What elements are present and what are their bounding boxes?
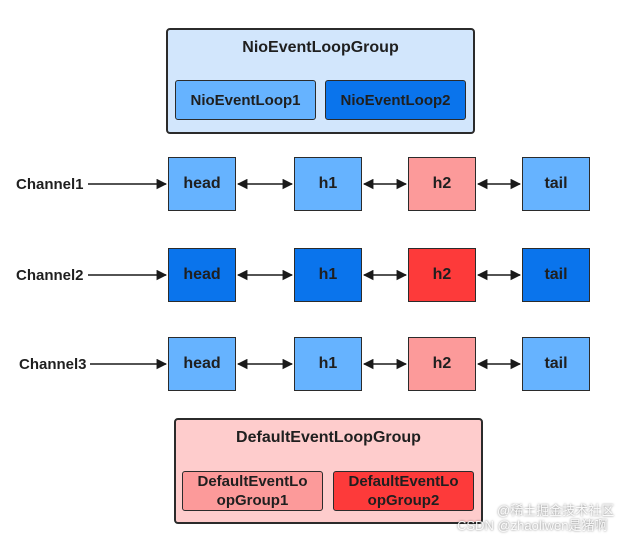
channel2-h1-node: h1 bbox=[294, 248, 362, 302]
channel1-head-node: head bbox=[168, 157, 236, 211]
channel3-head-node: head bbox=[168, 337, 236, 391]
channel2-label: Channel2 bbox=[16, 267, 84, 284]
default-event-loop-group-2-label: DefaultEventLo opGroup2 bbox=[348, 473, 459, 509]
channel2-h2-node: h2 bbox=[408, 248, 476, 302]
channel3-h2-node: h2 bbox=[408, 337, 476, 391]
watermark-line2: CSDN @zhaoliwen是猪啊 bbox=[457, 518, 608, 533]
default-event-loop-group-1: DefaultEventLo opGroup1 bbox=[182, 471, 323, 511]
nio-event-loop-2: NioEventLoop2 bbox=[325, 80, 466, 120]
default-group-title: DefaultEventLoopGroup bbox=[236, 429, 421, 446]
channel3-tail-node: tail bbox=[522, 337, 590, 391]
channel3-h1-node: h1 bbox=[294, 337, 362, 391]
channel1-tail-node: tail bbox=[522, 157, 590, 211]
channel2-tail-node: tail bbox=[522, 248, 590, 302]
default-event-loop-group-2: DefaultEventLo opGroup2 bbox=[333, 471, 474, 511]
default-event-loop-group: DefaultEventLoopGroup DefaultEventLo opG… bbox=[174, 418, 483, 524]
channel3-label: Channel3 bbox=[19, 356, 87, 373]
channel1-h2-node: h2 bbox=[408, 157, 476, 211]
default-event-loop-group-1-label: DefaultEventLo opGroup1 bbox=[197, 473, 308, 509]
channel2-head-node: head bbox=[168, 248, 236, 302]
channel1-h1-node: h1 bbox=[294, 157, 362, 211]
nio-group-title: NioEventLoopGroup bbox=[242, 39, 399, 56]
nio-event-loop-1: NioEventLoop1 bbox=[175, 80, 316, 120]
watermark-line1: @稀土掘金技术社区 bbox=[497, 503, 615, 518]
channel1-label: Channel1 bbox=[16, 176, 84, 193]
nio-event-loop-group: NioEventLoopGroup NioEventLoop1 NioEvent… bbox=[166, 28, 475, 134]
